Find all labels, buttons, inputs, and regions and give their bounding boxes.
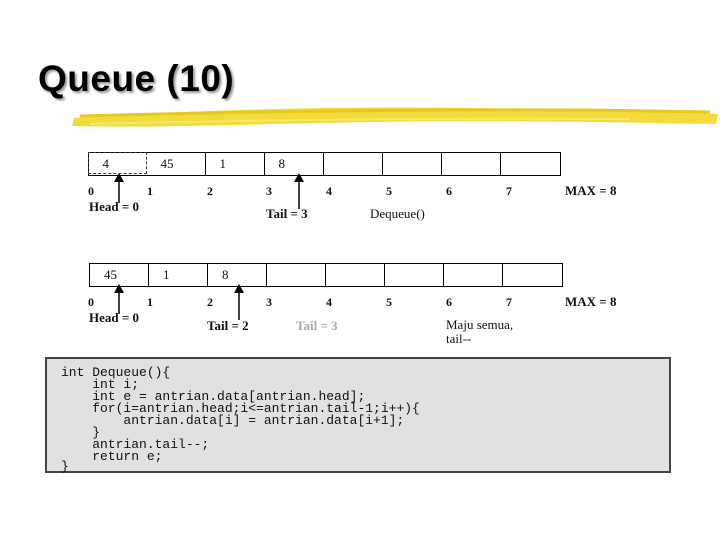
index-label: 6 bbox=[446, 184, 452, 198]
code-line: antrian.data[i] = antrian.data[i+1]; bbox=[61, 413, 405, 428]
queue-cell bbox=[442, 153, 501, 175]
queue-cell bbox=[501, 153, 560, 175]
head-label: Head = 0 bbox=[89, 310, 140, 325]
head-arrow bbox=[114, 173, 124, 203]
shift-note-line1: Maju semua, bbox=[446, 317, 514, 332]
head-label: Head = 0 bbox=[89, 199, 140, 214]
code-block: int Dequeue(){ int i; int e = antrian.da… bbox=[45, 357, 671, 473]
queue-cell: 1 bbox=[149, 264, 208, 286]
queue-cell: 45 bbox=[147, 153, 206, 175]
index-label: 6 bbox=[446, 295, 452, 309]
code-line: } bbox=[61, 425, 101, 440]
queue-cell: 4 bbox=[87, 151, 147, 174]
index-label: 7 bbox=[506, 184, 512, 198]
index-label: 3 bbox=[266, 184, 272, 198]
index-label: 1 bbox=[147, 295, 153, 309]
code-line: return e; bbox=[61, 449, 163, 464]
tail-label: Tail = 3 bbox=[266, 206, 308, 221]
tail-arrow bbox=[234, 284, 244, 320]
queue-cell bbox=[503, 264, 562, 286]
head-arrow bbox=[114, 284, 124, 314]
index-label: 0 bbox=[88, 295, 94, 309]
dequeue-operation-label: Dequeue() bbox=[370, 206, 425, 221]
queue-cell: 8 bbox=[265, 153, 324, 175]
queue-cell bbox=[267, 264, 326, 286]
queue-cell bbox=[383, 153, 442, 175]
old-tail-label: Tail = 3 bbox=[296, 318, 338, 333]
queue-cell: 1 bbox=[206, 153, 265, 175]
index-label: 5 bbox=[386, 184, 392, 198]
index-label: 4 bbox=[326, 184, 332, 198]
index-label: 2 bbox=[207, 295, 213, 309]
tail-label: Tail = 2 bbox=[207, 318, 249, 333]
queue-cell: 45 bbox=[90, 264, 149, 286]
queue-array-after: 45 1 8 bbox=[89, 263, 563, 287]
index-label: 5 bbox=[386, 295, 392, 309]
shift-note-line2: tail-- bbox=[446, 331, 472, 346]
max-label: MAX = 8 bbox=[565, 183, 617, 198]
index-label: 4 bbox=[326, 295, 332, 309]
index-label: 3 bbox=[266, 295, 272, 309]
tail-arrow bbox=[294, 173, 304, 209]
code-line: antrian.tail--; bbox=[61, 437, 210, 452]
queue-cell bbox=[385, 264, 444, 286]
code-line: for(i=antrian.head;i<=antrian.tail-1;i++… bbox=[61, 401, 420, 416]
slide-title: Queue (10) bbox=[38, 58, 235, 99]
queue-array-before: 4 45 1 8 bbox=[87, 151, 561, 176]
highlighter-underline bbox=[72, 107, 718, 127]
code-line: } bbox=[61, 459, 69, 474]
code-line: int Dequeue(){ bbox=[61, 365, 171, 380]
index-label: 0 bbox=[88, 184, 94, 198]
max-label: MAX = 8 bbox=[565, 294, 617, 309]
code-line: int i; bbox=[61, 377, 140, 392]
queue-cell: 8 bbox=[208, 264, 267, 286]
queue-cell bbox=[444, 264, 503, 286]
queue-cell bbox=[326, 264, 385, 286]
index-label: 1 bbox=[147, 184, 153, 198]
queue-cell bbox=[324, 153, 383, 175]
index-label: 7 bbox=[506, 295, 512, 309]
index-label: 2 bbox=[207, 184, 213, 198]
code-line: int e = antrian.data[antrian.head]; bbox=[61, 389, 366, 404]
